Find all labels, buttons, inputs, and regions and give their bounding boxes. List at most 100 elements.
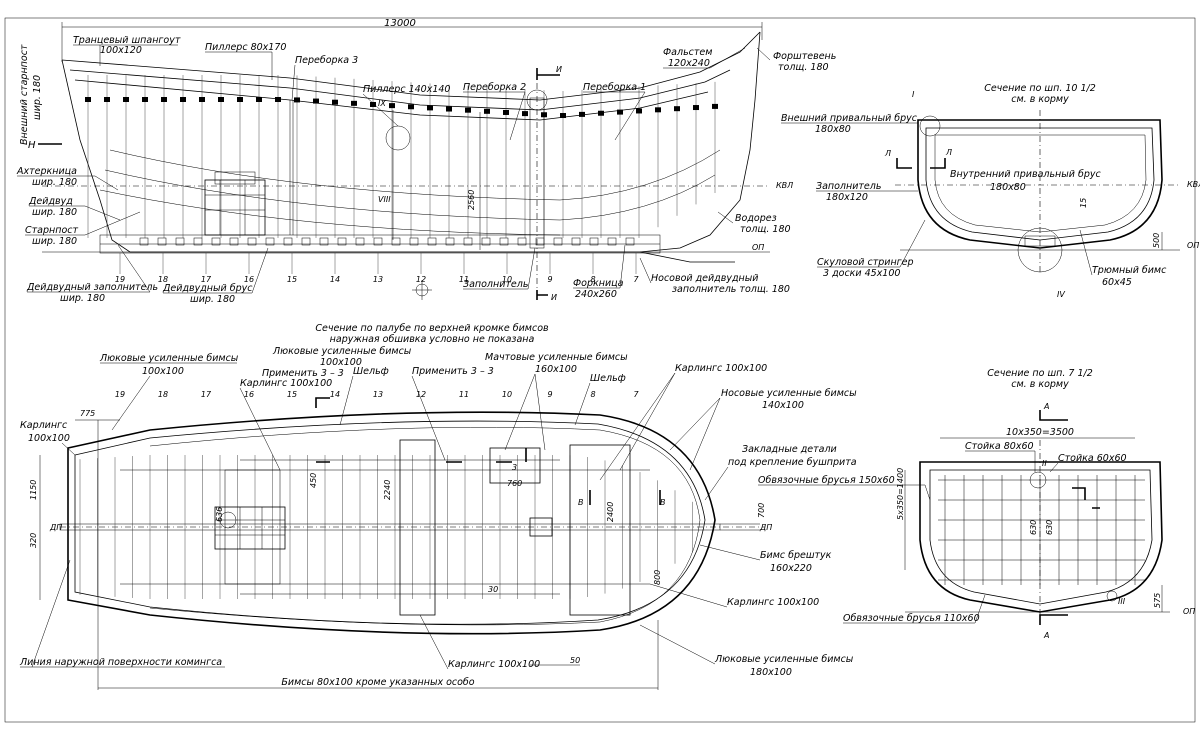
plan-d700: 700 <box>757 503 766 518</box>
plan-frame-number: 13 <box>373 390 383 399</box>
label-deadwood-filler-size: шир. 180 <box>60 293 105 304</box>
section10-title2: см. в корму <box>1011 94 1069 105</box>
side-frame-number: 18 <box>158 275 168 284</box>
side-frame-beam <box>275 97 281 102</box>
plan-title1: Сечение по палубе по верхней кромке бимс… <box>315 323 549 334</box>
side-frame-beam <box>199 97 205 102</box>
label-forefoot: Форштевень <box>773 51 836 62</box>
plan-d1150: 1150 <box>29 480 38 500</box>
side-frame-beam <box>256 97 262 102</box>
plan-frame-number: 9 <box>547 390 552 399</box>
sec10-mark-l-left: Л <box>884 149 891 158</box>
section-10-view: Сечение по шп. 10 1/2 см. в корму КВЛ ОП… <box>781 83 1200 299</box>
label-stern-post-size: шир. 180 <box>32 236 77 247</box>
plan-dp-left: ДП <box>49 523 62 532</box>
side-frame-beam <box>465 107 471 113</box>
keel-block <box>139 237 149 246</box>
plan-sB-right: В <box>660 498 666 507</box>
plan-d30: 30 <box>488 585 498 594</box>
keel-block <box>553 237 563 246</box>
plan-s3: 3 <box>512 463 517 472</box>
overall-length: 13000 <box>384 18 416 29</box>
plan-frame-number: 15 <box>287 390 297 399</box>
plan-d800: 800 <box>653 570 662 585</box>
label-transom-frame-size: 100х120 <box>100 45 142 56</box>
side-frame-beam <box>427 105 433 111</box>
sec10-hold-beam-size: 60х45 <box>1102 277 1132 288</box>
arrow-h: Н <box>28 140 36 151</box>
keel-block <box>157 237 167 246</box>
side-frame-number: 11 <box>459 275 469 284</box>
keel-block <box>193 237 203 246</box>
sec7-mark-a-bottom: А <box>1043 631 1049 640</box>
side-frame-beam <box>104 97 110 102</box>
plan-d2240: 2240 <box>383 480 392 500</box>
plan-carlings-left-size: 100х100 <box>28 433 70 444</box>
side-frame-number: 15 <box>287 275 297 284</box>
sec10-roman-i: I <box>912 90 915 99</box>
op-label: ОП <box>752 243 764 252</box>
label-cutwater: Водорез <box>735 213 777 224</box>
side-frame-beam <box>161 97 167 102</box>
sec10-bilge-stringer: Скуловой стрингер <box>817 257 914 268</box>
engine-side <box>204 179 266 236</box>
label-pillar2: Пиллерс 140х140 <box>363 84 450 95</box>
keel-block <box>319 237 329 246</box>
side-frame-beam <box>180 97 186 102</box>
side-frame-beam <box>598 110 604 116</box>
plan-bitt-beam: Бимс брештук <box>760 550 832 561</box>
sec10-filler: Заполнитель <box>816 181 881 192</box>
side-frame-beam <box>313 98 319 104</box>
label-cutwater-size: толщ. 180 <box>740 224 791 235</box>
sec7-dim-top: 10х350=3500 <box>1006 427 1074 438</box>
keel-block <box>301 237 311 246</box>
side-frame-number: 14 <box>330 275 340 284</box>
plan-embedded2: под крепление бушприта <box>728 457 857 468</box>
side-frame-number: 19 <box>115 275 125 284</box>
keel-block <box>427 237 437 246</box>
side-frame-beam <box>503 109 509 115</box>
keel-block <box>175 237 185 246</box>
label-stern-knee: Ахтеркница <box>16 166 77 177</box>
section10-title1: Сечение по шп. 10 1/2 <box>984 83 1096 94</box>
keel-block <box>265 237 275 246</box>
label-pillar1: Пиллерс 80х170 <box>205 42 286 53</box>
label-deadwood-beam-size: шир. 180 <box>190 294 235 305</box>
sec10-ext-rubbing: Внешний привальный брус <box>781 113 918 124</box>
side-frame-beam <box>636 108 642 114</box>
sec7-post60: Стойка 60х60 <box>1058 453 1127 464</box>
side-frame-beam <box>446 106 452 112</box>
engine-plan <box>214 506 286 550</box>
plan-beams-note: Бимсы 80х100 кроме указанных особо <box>281 677 474 688</box>
plan-bitt-beam-size: 160х220 <box>770 563 812 574</box>
keel-block <box>463 237 473 246</box>
keel-block <box>211 237 221 246</box>
plan-carlings-d: Карлингс 100х100 <box>448 659 540 670</box>
plan-hatch-beams-top-size: 100х100 <box>142 366 184 377</box>
label-forefoot-knee-size: 240х260 <box>575 289 617 300</box>
sec7-d630b: 630 <box>1045 520 1054 535</box>
side-frame-beam <box>693 105 699 111</box>
plan-shelf-a: Шельф <box>353 366 389 377</box>
sec10-ext-rubbing-size: 180х80 <box>815 124 851 135</box>
label-bow-deadwood: Носовой дейдвудный <box>651 273 758 284</box>
keel-block <box>283 237 293 246</box>
side-frame-beam <box>294 97 300 103</box>
sec10-op: ОП <box>1187 241 1199 250</box>
plan-hatch-beams-mid: Люковые усиленные бимсы <box>272 346 412 357</box>
label-deadwood: Дейдвуд <box>28 196 73 207</box>
side-frame-beam <box>617 109 623 115</box>
plan-d2400: 2400 <box>606 502 615 522</box>
side-frame-beam <box>142 97 148 102</box>
label-bulkhead3: Переборка 3 <box>295 55 358 66</box>
label-stem: Фальстем <box>663 47 712 58</box>
plan-view: Сечение по палубе по верхней кромке бимс… <box>19 323 857 690</box>
side-frame-number: 17 <box>201 275 212 284</box>
plan-bow-beams-size: 140х100 <box>762 400 804 411</box>
sec7-binding150: Обвязочные брусья 150х60 <box>758 475 895 486</box>
plan-frame-number: 7 <box>633 390 639 399</box>
sec7-d630a: 630 <box>1029 520 1038 535</box>
sec10-hold-beam: Трюмный бимс <box>1092 265 1167 276</box>
